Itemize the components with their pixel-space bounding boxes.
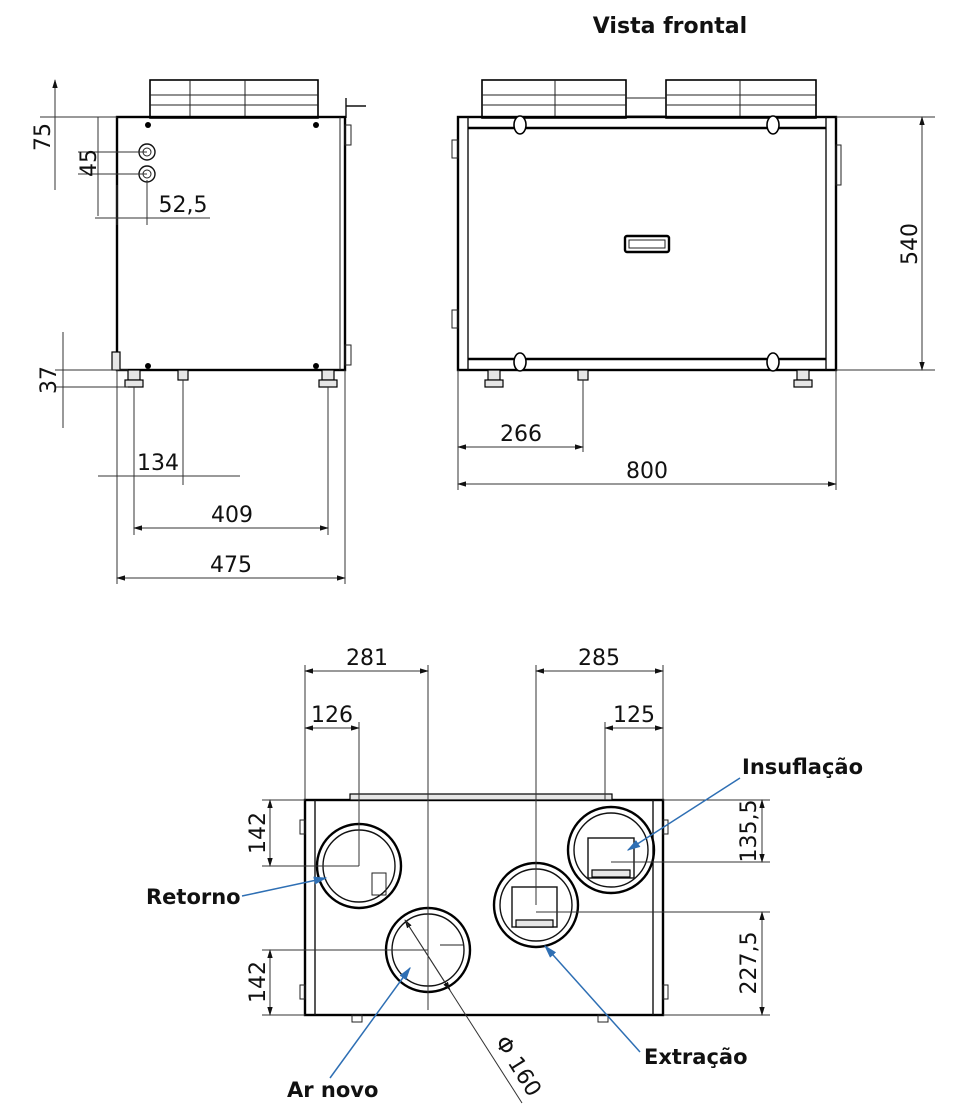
hinge-bottom-right (766, 352, 780, 372)
dim-800: 800 (626, 459, 668, 484)
front-body (456, 115, 838, 372)
dim-142-lower: 142 (246, 961, 271, 1003)
top-rail (349, 793, 613, 801)
side-view: 75 45 52,5 37 134 409 475 (31, 79, 366, 584)
dim-diameter-160: Φ 160 (489, 1032, 545, 1101)
dim-125: 125 (613, 703, 655, 728)
hinge-top-right (766, 115, 780, 135)
dim-37: 37 (37, 366, 62, 394)
front-handle (623, 234, 671, 254)
dim-540: 540 (898, 223, 923, 265)
label-insuflacao: Insuflação (742, 755, 863, 779)
side-body (115, 115, 347, 372)
dim-45: 45 (77, 149, 102, 177)
front-spigot-left (481, 79, 627, 119)
dim-142-upper: 142 (246, 812, 271, 854)
dim-75: 75 (31, 123, 56, 151)
dim-409: 409 (211, 503, 253, 528)
label-extracao: Extração (644, 1045, 748, 1069)
dim-134: 134 (137, 451, 179, 476)
hinge-top-left (513, 115, 527, 135)
front-view: 540 266 800 (451, 79, 935, 490)
dim-52-5: 52,5 (159, 193, 208, 218)
dim-281: 281 (346, 646, 388, 671)
hinge-bottom-left (513, 352, 527, 372)
dim-126: 126 (311, 703, 353, 728)
top-view: 281 285 126 125 142 142 135,5 227,5 Φ 16… (146, 646, 863, 1104)
front-spigot-right (665, 79, 817, 119)
dim-266: 266 (500, 422, 542, 447)
dim-285: 285 (578, 646, 620, 671)
dim-475: 475 (210, 553, 252, 578)
side-top-spigot (149, 79, 319, 119)
dim-227-5: 227,5 (737, 932, 762, 995)
label-ar-novo: Ar novo (287, 1078, 378, 1102)
label-retorno: Retorno (146, 885, 241, 909)
port-insuflacao (566, 805, 656, 895)
view-title: Vista frontal (593, 14, 747, 39)
dim-135-5: 135,5 (737, 800, 762, 863)
